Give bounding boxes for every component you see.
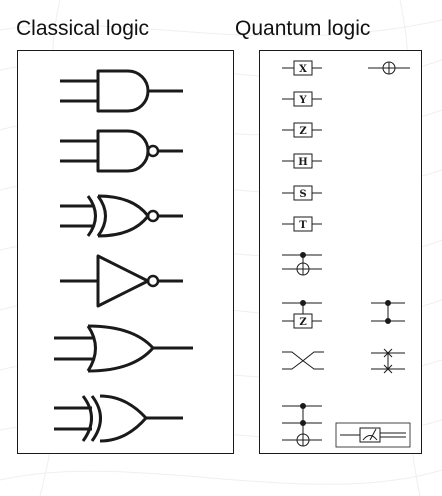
xnor-gate-symbol: [60, 194, 183, 238]
gate-label-z: Z: [299, 126, 306, 137]
quantum-logic-heading: Quantum logic: [235, 17, 371, 40]
classical-logic-panel: [17, 50, 234, 454]
measurement-symbol: [335, 422, 411, 448]
gate-label-x: X: [299, 64, 307, 75]
x-gate-symbol: X: [282, 60, 322, 76]
cnot-gate-symbol: [282, 252, 322, 276]
h-gate-symbol: H: [282, 153, 322, 169]
quantum-logic-panel: X Y Z H S: [259, 50, 422, 454]
swap-gate-symbol: [371, 348, 405, 374]
nand-gate-symbol: [60, 129, 183, 173]
xor-gate-symbol: [54, 394, 183, 443]
y-gate-symbol: Y: [282, 91, 322, 107]
classical-logic-heading: Classical logic: [16, 17, 150, 40]
gate-label-y: Y: [298, 95, 307, 106]
swap-wires-symbol: [282, 351, 324, 370]
toffoli-gate-symbol: [282, 403, 322, 447]
and-gate-symbol: [60, 69, 183, 113]
gate-label-controlled-z: Z: [299, 317, 306, 328]
gate-label-s: S: [299, 189, 306, 200]
or-gate-symbol: [54, 324, 193, 373]
not-gate-symbol: [60, 254, 183, 308]
controlled-z-dots-symbol: [371, 300, 405, 324]
target-symbol: [368, 61, 410, 75]
s-gate-symbol: S: [282, 185, 322, 201]
gate-label-h: H: [298, 157, 307, 168]
t-gate-symbol: T: [282, 216, 322, 232]
z-gate-symbol: Z: [282, 122, 322, 138]
controlled-z-gate-symbol: Z: [282, 300, 322, 329]
gate-label-t: T: [299, 220, 307, 231]
